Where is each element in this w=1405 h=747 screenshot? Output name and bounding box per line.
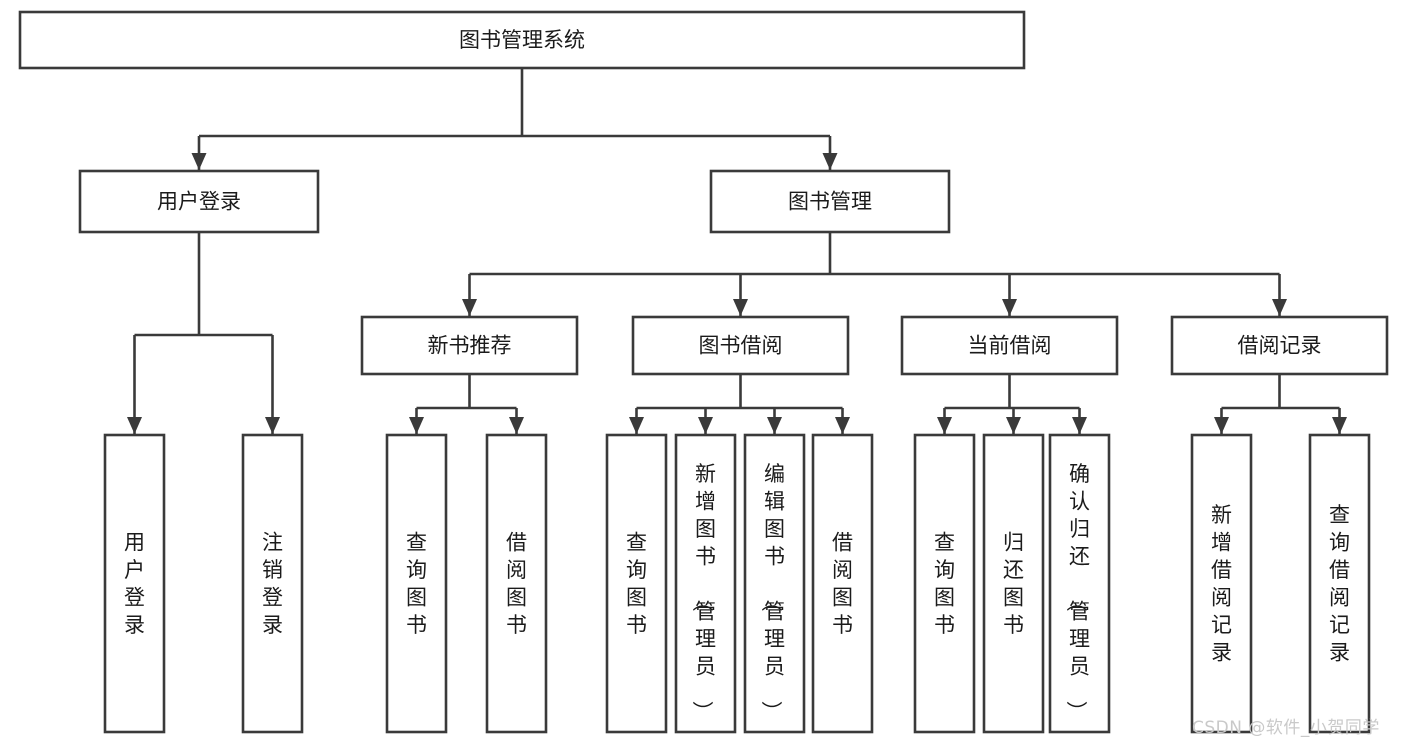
node-box-user-logout[interactable] bbox=[241, 433, 304, 734]
node-label-current-query-book: 查询图书 bbox=[934, 531, 955, 638]
arrow-head-icon bbox=[1214, 417, 1229, 434]
node-box-borrow-borrow-book[interactable] bbox=[811, 433, 874, 734]
node-label-book-manage: 图书管理 bbox=[788, 190, 872, 214]
node-label-current-return-book: 归还图书 bbox=[1003, 531, 1024, 638]
node-label-borrow-borrow-book: 借阅图书 bbox=[832, 531, 853, 638]
node-borrow-record[interactable]: 借阅记录 bbox=[1170, 315, 1389, 376]
csdn-watermark: CSDN @软件_小贺同学 bbox=[1192, 718, 1380, 738]
node-box-current-return-book[interactable] bbox=[982, 433, 1045, 734]
node-box-root[interactable] bbox=[18, 10, 1026, 70]
node-label-record-query: 查询借阅记录 bbox=[1329, 503, 1350, 665]
node-record-query[interactable]: 查询借阅记录 bbox=[1308, 433, 1371, 734]
arrow-head-icon bbox=[265, 417, 280, 434]
node-box-user-login[interactable] bbox=[78, 169, 320, 234]
node-book-borrow[interactable]: 图书借阅 bbox=[631, 315, 850, 376]
node-recommend-query-book[interactable]: 查询图书 bbox=[385, 433, 448, 734]
arrow-head-icon bbox=[509, 417, 524, 434]
node-box-current-confirm-return[interactable] bbox=[1048, 433, 1111, 734]
node-current-borrow[interactable]: 当前借阅 bbox=[900, 315, 1119, 376]
node-label-borrow-record: 借阅记录 bbox=[1238, 334, 1322, 358]
node-borrow-query-book[interactable]: 查询图书 bbox=[605, 433, 668, 734]
arrow-head-icon bbox=[1332, 417, 1347, 434]
node-current-confirm-return[interactable]: 确认归还（管理员） bbox=[1048, 433, 1111, 734]
node-box-recommend-borrow-book[interactable] bbox=[485, 433, 548, 734]
node-label-record-add: 新增借阅记录 bbox=[1211, 503, 1232, 665]
node-box-current-query-book[interactable] bbox=[913, 433, 976, 734]
node-current-query-book[interactable]: 查询图书 bbox=[913, 433, 976, 734]
node-box-borrow-add-book[interactable] bbox=[674, 433, 737, 734]
arrow-head-icon bbox=[767, 417, 782, 434]
node-label-borrow-query-book: 查询图书 bbox=[626, 531, 647, 638]
node-box-recommend-query-book[interactable] bbox=[385, 433, 448, 734]
node-borrow-borrow-book[interactable]: 借阅图书 bbox=[811, 433, 874, 734]
nodes-layer: 图书管理系统用户登录用户登录注销登录图书管理新书推荐查询图书借阅图书图书借阅查询… bbox=[18, 10, 1389, 734]
node-label-borrow-edit-book: 编辑图书（管理员） bbox=[759, 462, 785, 722]
node-label-user-login-do: 用户登录 bbox=[124, 531, 145, 638]
arrow-head-icon bbox=[1006, 417, 1021, 434]
arrow-head-icon bbox=[937, 417, 952, 434]
node-label-user-logout: 注销登录 bbox=[262, 531, 283, 638]
node-label-recommend-borrow-book: 借阅图书 bbox=[506, 531, 527, 638]
node-box-record-add[interactable] bbox=[1190, 433, 1253, 734]
arrow-head-icon bbox=[127, 417, 142, 434]
node-user-logout[interactable]: 注销登录 bbox=[241, 433, 304, 734]
node-box-book-borrow[interactable] bbox=[631, 315, 850, 376]
arrow-head-icon bbox=[822, 153, 838, 170]
arrow-head-icon bbox=[1002, 299, 1017, 316]
arrow-head-icon bbox=[191, 153, 207, 170]
node-new-book-recommend[interactable]: 新书推荐 bbox=[360, 315, 579, 376]
node-label-current-confirm-return: 确认归还（管理员） bbox=[1064, 462, 1090, 722]
node-recommend-borrow-book[interactable]: 借阅图书 bbox=[485, 433, 548, 734]
node-borrow-add-book[interactable]: 新增图书（管理员） bbox=[674, 433, 737, 734]
node-label-recommend-query-book: 查询图书 bbox=[406, 531, 427, 638]
node-record-add[interactable]: 新增借阅记录 bbox=[1190, 433, 1253, 734]
node-user-login-do[interactable]: 用户登录 bbox=[103, 433, 166, 734]
node-box-borrow-query-book[interactable] bbox=[605, 433, 668, 734]
node-box-borrow-record[interactable] bbox=[1170, 315, 1389, 376]
node-box-book-manage[interactable] bbox=[709, 169, 951, 234]
node-label-new-book-recommend: 新书推荐 bbox=[428, 334, 512, 358]
arrow-head-icon bbox=[1272, 299, 1287, 316]
node-user-login[interactable]: 用户登录 bbox=[78, 169, 320, 234]
node-label-root: 图书管理系统 bbox=[459, 28, 585, 52]
arrow-head-icon bbox=[698, 417, 713, 434]
arrow-head-icon bbox=[835, 417, 850, 434]
node-box-user-login-do[interactable] bbox=[103, 433, 166, 734]
node-root[interactable]: 图书管理系统 bbox=[18, 10, 1026, 70]
node-current-return-book[interactable]: 归还图书 bbox=[982, 433, 1045, 734]
node-box-borrow-edit-book[interactable] bbox=[743, 433, 806, 734]
node-label-book-borrow: 图书借阅 bbox=[699, 334, 783, 358]
node-box-current-borrow[interactable] bbox=[900, 315, 1119, 376]
node-box-record-query[interactable] bbox=[1308, 433, 1371, 734]
arrow-head-icon bbox=[629, 417, 644, 434]
node-label-user-login: 用户登录 bbox=[157, 190, 241, 214]
arrow-head-icon bbox=[733, 299, 748, 316]
connectors-layer bbox=[127, 68, 1347, 434]
node-box-new-book-recommend[interactable] bbox=[360, 315, 579, 376]
arrow-head-icon bbox=[462, 299, 477, 316]
node-borrow-edit-book[interactable]: 编辑图书（管理员） bbox=[743, 433, 806, 734]
node-label-borrow-add-book: 新增图书（管理员） bbox=[690, 462, 716, 722]
node-book-manage[interactable]: 图书管理 bbox=[709, 169, 951, 234]
arrow-head-icon bbox=[1072, 417, 1087, 434]
arrow-head-icon bbox=[409, 417, 424, 434]
node-label-current-borrow: 当前借阅 bbox=[968, 334, 1052, 358]
